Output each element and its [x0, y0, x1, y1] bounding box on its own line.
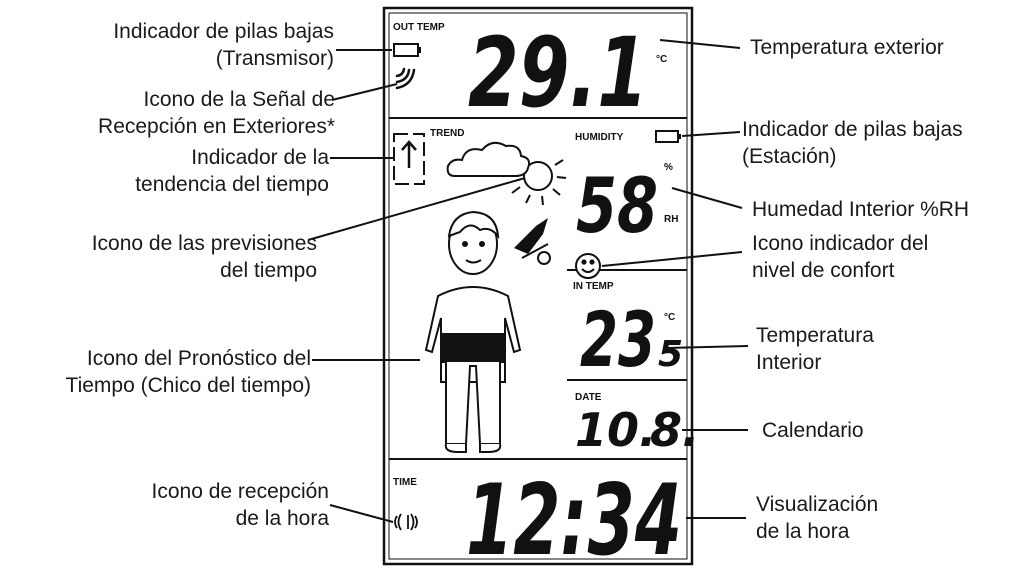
time-reception-icon	[394, 513, 418, 531]
forecast-icon	[446, 141, 567, 206]
wind-icon	[514, 218, 551, 265]
humidity-unit-rh: RH	[664, 214, 678, 225]
time-value: 12:34	[466, 464, 682, 573]
label-trend: Indicador de la tendencia del tiempo	[135, 146, 329, 196]
in-temp-label: IN TEMP	[573, 281, 614, 292]
weather-boy-icon	[424, 210, 522, 453]
out-temp-value: 29.1	[468, 17, 648, 129]
label-calendar: Calendario	[762, 419, 864, 442]
battery-tx-icon	[393, 43, 421, 57]
humidity-label: HUMIDITY	[575, 132, 624, 143]
trend-indicator-icon	[393, 133, 425, 185]
label-comfort: Icono indicador del nivel de confort	[752, 232, 929, 282]
label-humidity: Humedad Interior %RH	[752, 198, 970, 221]
date-day: 10.	[575, 403, 657, 457]
humidity-value: 58	[576, 161, 658, 250]
label-time-display: Visualización de la hora	[756, 493, 879, 543]
leader-lines	[307, 39, 749, 523]
label-battery-station: Indicador de pilas bajas (Estación)	[742, 118, 963, 168]
lcd-frame	[382, 6, 694, 566]
label-in-temp: Temperatura Interior	[756, 324, 874, 374]
comfort-smiley-icon	[575, 253, 601, 279]
in-temp-decimal: 5	[658, 334, 683, 375]
label-weather-boy: Icono del Pronóstico del Tiempo (Chico d…	[65, 347, 311, 397]
date-label: DATE	[575, 392, 602, 403]
in-temp-unit: °C	[664, 312, 675, 323]
out-temp-unit: °C	[656, 54, 667, 65]
out-temp-label: OUT TEMP	[393, 22, 445, 33]
label-battery-tx: Indicador de pilas bajas (Transmisor)	[113, 20, 334, 70]
trend-label: TREND	[430, 128, 464, 139]
outdoor-signal-icon	[395, 67, 416, 90]
label-outdoor-signal: Icono de la Señal de Recepción en Exteri…	[98, 88, 335, 138]
label-out-temp: Temperatura exterior	[750, 36, 944, 59]
lcd-inner-frame	[388, 12, 688, 560]
cloud-icon	[446, 141, 531, 177]
label-time-reception: Icono de recepción de la hora	[151, 480, 329, 530]
label-forecast: Icono de las previsiones del tiempo	[91, 232, 317, 282]
in-temp-value: 23	[580, 295, 656, 384]
humidity-unit-pct: %	[664, 162, 673, 173]
battery-station-icon	[655, 130, 681, 143]
time-label: TIME	[393, 477, 417, 488]
